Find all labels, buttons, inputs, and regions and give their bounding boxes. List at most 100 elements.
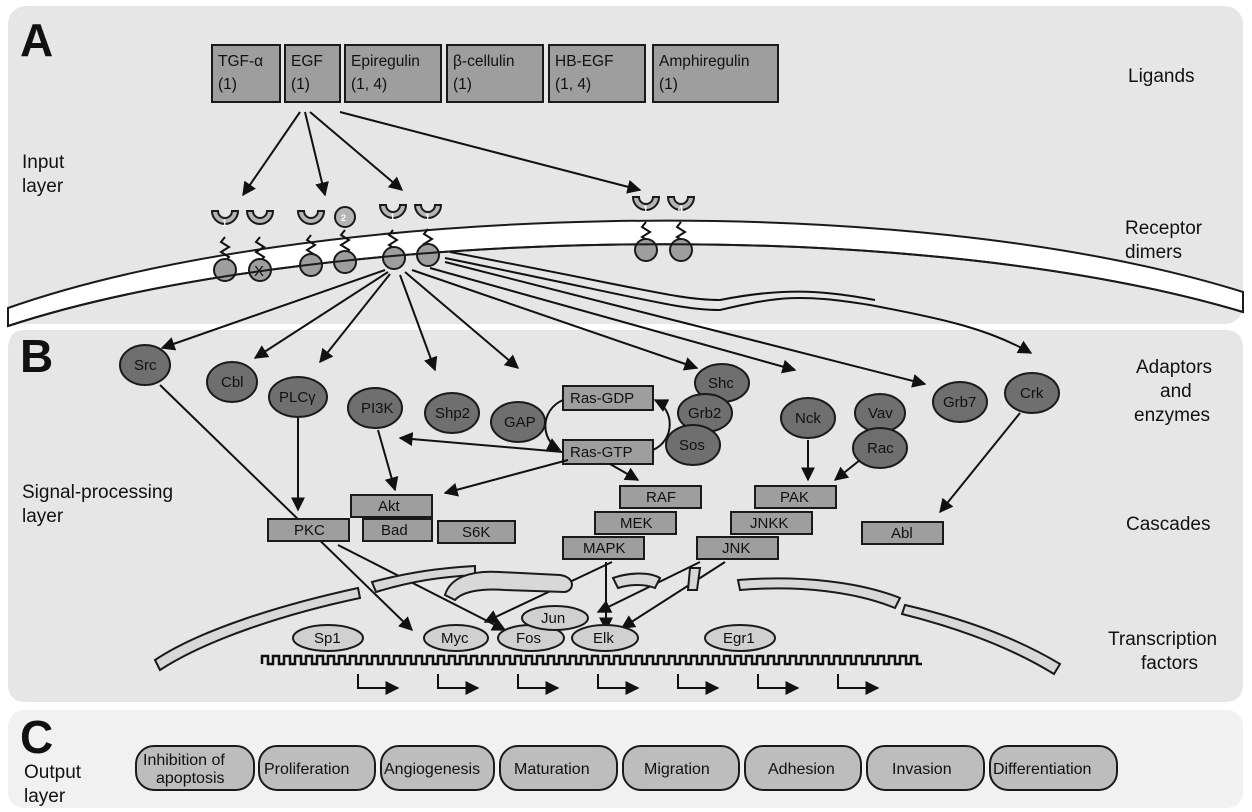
node-pak: PAK bbox=[754, 485, 837, 509]
svg-text:Egr1: Egr1 bbox=[723, 630, 755, 647]
tf-egr1: Egr1 bbox=[704, 624, 776, 652]
svg-text:MEK: MEK bbox=[620, 515, 653, 532]
svg-text:1: 1 bbox=[643, 204, 648, 214]
receptor-dimers-label-line1: Receptor bbox=[1125, 218, 1203, 239]
svg-text:Amphiregulin: Amphiregulin bbox=[659, 53, 749, 70]
svg-text:Proliferation: Proliferation bbox=[264, 761, 349, 778]
receptor-dimer-1-1: 1 1 bbox=[378, 204, 443, 270]
node-jnkk: JNKK bbox=[730, 511, 813, 535]
transcription-factors-label-line2: factors bbox=[1141, 653, 1198, 674]
svg-text:Abl: Abl bbox=[891, 525, 913, 542]
ligand-epiregulin: Epiregulin (1, 4) bbox=[344, 44, 442, 103]
svg-text:JNK: JNK bbox=[722, 540, 750, 557]
svg-text:Vav: Vav bbox=[868, 405, 893, 422]
transcription-start-arrow bbox=[517, 674, 560, 695]
ligand-egf: EGF (1) bbox=[284, 44, 341, 103]
adaptors-label-line3: enzymes bbox=[1134, 405, 1210, 426]
svg-text:Bad: Bad bbox=[381, 522, 408, 539]
svg-text:MAPK: MAPK bbox=[583, 540, 626, 557]
svg-text:(1, 4): (1, 4) bbox=[555, 76, 591, 93]
svg-text:HB-EGF: HB-EGF bbox=[555, 53, 614, 70]
svg-text:JNKK: JNKK bbox=[750, 515, 788, 532]
svg-text:Grb7: Grb7 bbox=[943, 394, 976, 411]
transcription-start-arrow bbox=[757, 674, 800, 695]
node-gap: GAP bbox=[490, 401, 546, 443]
node-nck: Nck bbox=[780, 397, 836, 439]
tf-myc: Myc bbox=[423, 624, 489, 652]
svg-text:PKC: PKC bbox=[294, 522, 325, 539]
svg-text:Fos: Fos bbox=[516, 630, 541, 647]
svg-text:TGF-α: TGF-α bbox=[218, 53, 263, 70]
node-shc: Shc bbox=[694, 363, 750, 403]
output-adhesion: Adhesion bbox=[744, 745, 862, 791]
transcription-start-arrow bbox=[597, 674, 640, 695]
node-raf: RAF bbox=[619, 485, 702, 509]
svg-text:Jun: Jun bbox=[541, 610, 565, 627]
cascades-label: Cascades bbox=[1126, 514, 1211, 535]
svg-text:EGF: EGF bbox=[291, 53, 323, 70]
svg-text:1: 1 bbox=[425, 212, 430, 222]
output-proliferation: Proliferation bbox=[258, 745, 376, 791]
membrane-edge bbox=[7, 243, 1244, 327]
transcription-start-arrow bbox=[437, 674, 480, 695]
svg-text:Adhesion: Adhesion bbox=[768, 761, 835, 778]
tf-sp1: Sp1 bbox=[292, 624, 364, 652]
output-angiogenesis: Angiogenesis bbox=[380, 745, 495, 791]
tf-elk: Elk bbox=[571, 624, 639, 652]
svg-text:(1): (1) bbox=[453, 76, 472, 93]
adaptors-label-line2: and bbox=[1160, 381, 1192, 402]
node-ras-gtp: Ras-GTP bbox=[562, 439, 654, 465]
panel-a-letter: A bbox=[20, 14, 53, 66]
input-layer-label-line2: layer bbox=[22, 176, 64, 197]
ligand-tgf-alpha: TGF-α (1) bbox=[211, 44, 281, 103]
svg-text:Elk: Elk bbox=[593, 630, 614, 647]
panel-c-letter: C bbox=[20, 711, 53, 763]
svg-text:Sos: Sos bbox=[679, 437, 705, 454]
adaptors-label-line1: Adaptors bbox=[1136, 357, 1212, 378]
signal-processing-label-line1: Signal-processing bbox=[22, 482, 173, 503]
svg-text:Shc: Shc bbox=[708, 375, 734, 392]
svg-text:Cbl: Cbl bbox=[221, 374, 244, 391]
node-sos: Sos bbox=[665, 424, 721, 466]
svg-text:Invasion: Invasion bbox=[892, 761, 952, 778]
svg-text:Inhibition of: Inhibition of bbox=[143, 752, 225, 769]
svg-text:(1): (1) bbox=[218, 76, 237, 93]
node-akt: Akt bbox=[350, 494, 433, 518]
output-layer-label-line2: layer bbox=[24, 786, 66, 807]
ligand-arrows bbox=[242, 111, 642, 197]
signal-processing-label-line2: layer bbox=[22, 506, 64, 527]
node-cbl: Cbl bbox=[206, 361, 258, 403]
svg-text:Epiregulin: Epiregulin bbox=[351, 53, 420, 70]
transcription-start-arrow bbox=[677, 674, 720, 695]
svg-text:Angiogenesis: Angiogenesis bbox=[384, 761, 480, 778]
tf-jun: Jun bbox=[521, 605, 589, 631]
node-mek: MEK bbox=[594, 511, 677, 535]
output-inhibition-of-apoptosis: Inhibition of apoptosis bbox=[135, 745, 255, 791]
node-bad: Bad bbox=[362, 518, 433, 542]
svg-text:GAP: GAP bbox=[504, 414, 536, 431]
transcription-start-arrows bbox=[357, 674, 880, 695]
svg-text:1: 1 bbox=[390, 212, 395, 222]
output-layer-label-line1: Output bbox=[24, 762, 82, 783]
ligand-beta-cellulin: β-cellulin (1) bbox=[446, 44, 544, 103]
svg-text:Migration: Migration bbox=[644, 761, 710, 778]
node-shp2: Shp2 bbox=[424, 392, 480, 434]
svg-text:2: 2 bbox=[341, 213, 346, 223]
node-grb7: Grb7 bbox=[932, 381, 988, 423]
svg-text:Grb2: Grb2 bbox=[688, 405, 721, 422]
svg-text:Src: Src bbox=[134, 357, 157, 374]
transcription-start-arrow bbox=[837, 674, 880, 695]
transcription-start-arrow bbox=[357, 674, 400, 695]
svg-text:(1): (1) bbox=[659, 76, 678, 93]
node-plcg: PLCγ bbox=[268, 376, 328, 418]
output-differentiation: Differentiation bbox=[989, 745, 1118, 791]
node-jnk: JNK bbox=[696, 536, 779, 560]
output-migration: Migration bbox=[622, 745, 740, 791]
svg-text:PAK: PAK bbox=[780, 489, 809, 506]
dna-strand bbox=[260, 654, 922, 666]
svg-text:RAF: RAF bbox=[646, 489, 676, 506]
receptor-dimer-1-2: 2 bbox=[296, 206, 357, 277]
ligand-hb-egf: HB-EGF (1, 4) bbox=[548, 44, 646, 103]
svg-text:(1): (1) bbox=[291, 76, 310, 93]
